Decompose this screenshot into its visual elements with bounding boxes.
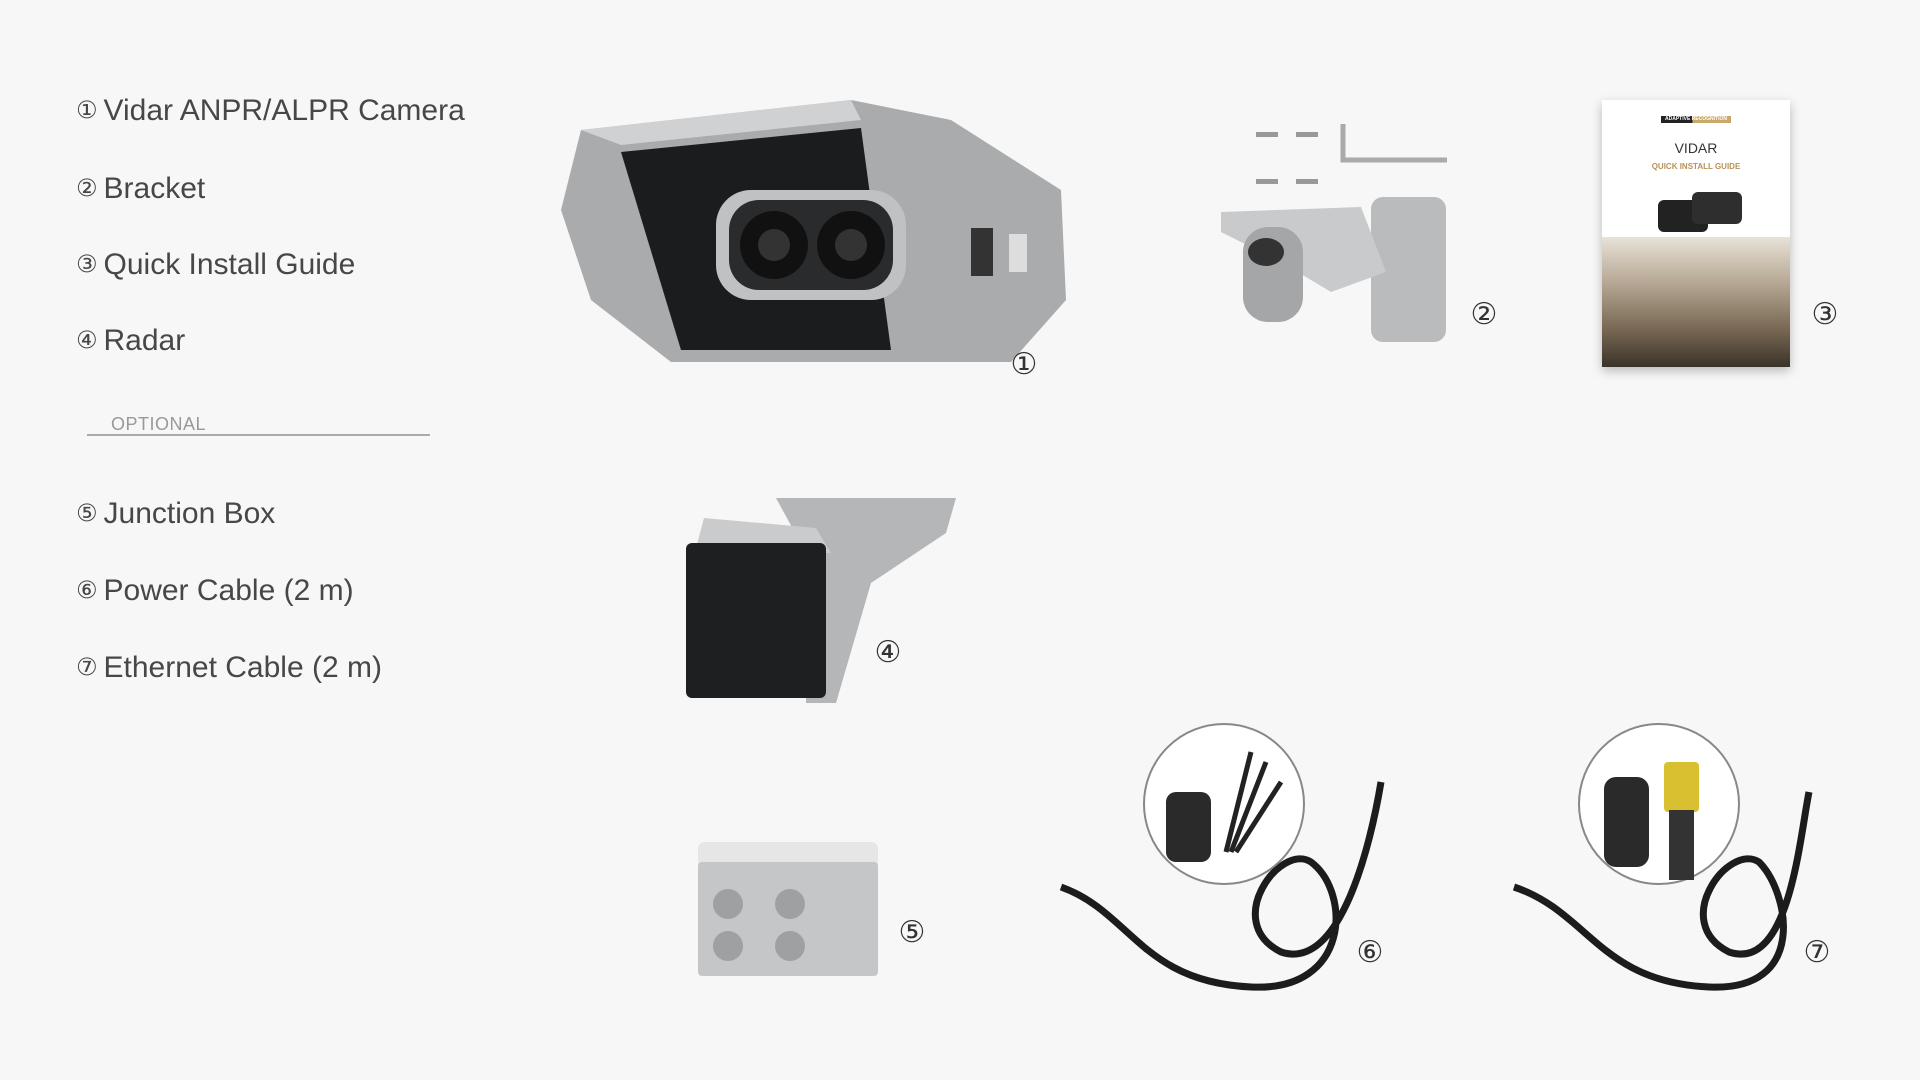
callout-3: ③ (1811, 297, 1839, 332)
item-label: Junction Box (103, 497, 276, 530)
number: ⑥ (76, 576, 98, 604)
number: ④ (76, 326, 98, 354)
quick-install-guide-image: ADAPTIVE RECOGNITION VIDAR QUICK INSTALL… (1602, 100, 1790, 367)
item-label: Bracket (103, 172, 206, 205)
item-label: Power Cable (2 m) (103, 574, 354, 607)
item-label: Quick Install Guide (103, 248, 356, 281)
power-cable-image (1059, 723, 1385, 991)
callout-4: ④ (874, 635, 902, 670)
item-label: Ethernet Cable (2 m) (103, 651, 382, 684)
callout-7: ⑦ (1803, 935, 1831, 970)
item-label: Vidar ANPR/ALPR Camera (103, 94, 465, 127)
callout-6: ⑥ (1356, 935, 1384, 970)
camera-image (561, 100, 1066, 362)
item-label: Radar (103, 324, 186, 357)
guide-brand-logo: ADAPTIVE RECOGNITION (1661, 116, 1731, 123)
number: ③ (76, 250, 98, 278)
ethernet-cable-image (1512, 723, 1813, 991)
divider (87, 434, 430, 436)
radar-image (686, 498, 956, 703)
callout-1: ① (1010, 347, 1038, 382)
bracket-image (1221, 124, 1447, 342)
guide-title: VIDAR (1674, 140, 1718, 156)
number: ⑤ (76, 499, 98, 527)
callout-5: ⑤ (898, 915, 926, 950)
callout-2: ② (1470, 297, 1498, 332)
number: ⑦ (76, 653, 98, 681)
number: ② (76, 174, 98, 202)
guide-subtitle: QUICK INSTALL GUIDE (1651, 162, 1741, 171)
guide-camera-graphic (1692, 192, 1742, 224)
optional-heading: OPTIONAL (111, 414, 207, 434)
number: ① (76, 96, 98, 124)
junction-box-image (698, 842, 878, 976)
guide-cover-photo (1602, 237, 1790, 367)
